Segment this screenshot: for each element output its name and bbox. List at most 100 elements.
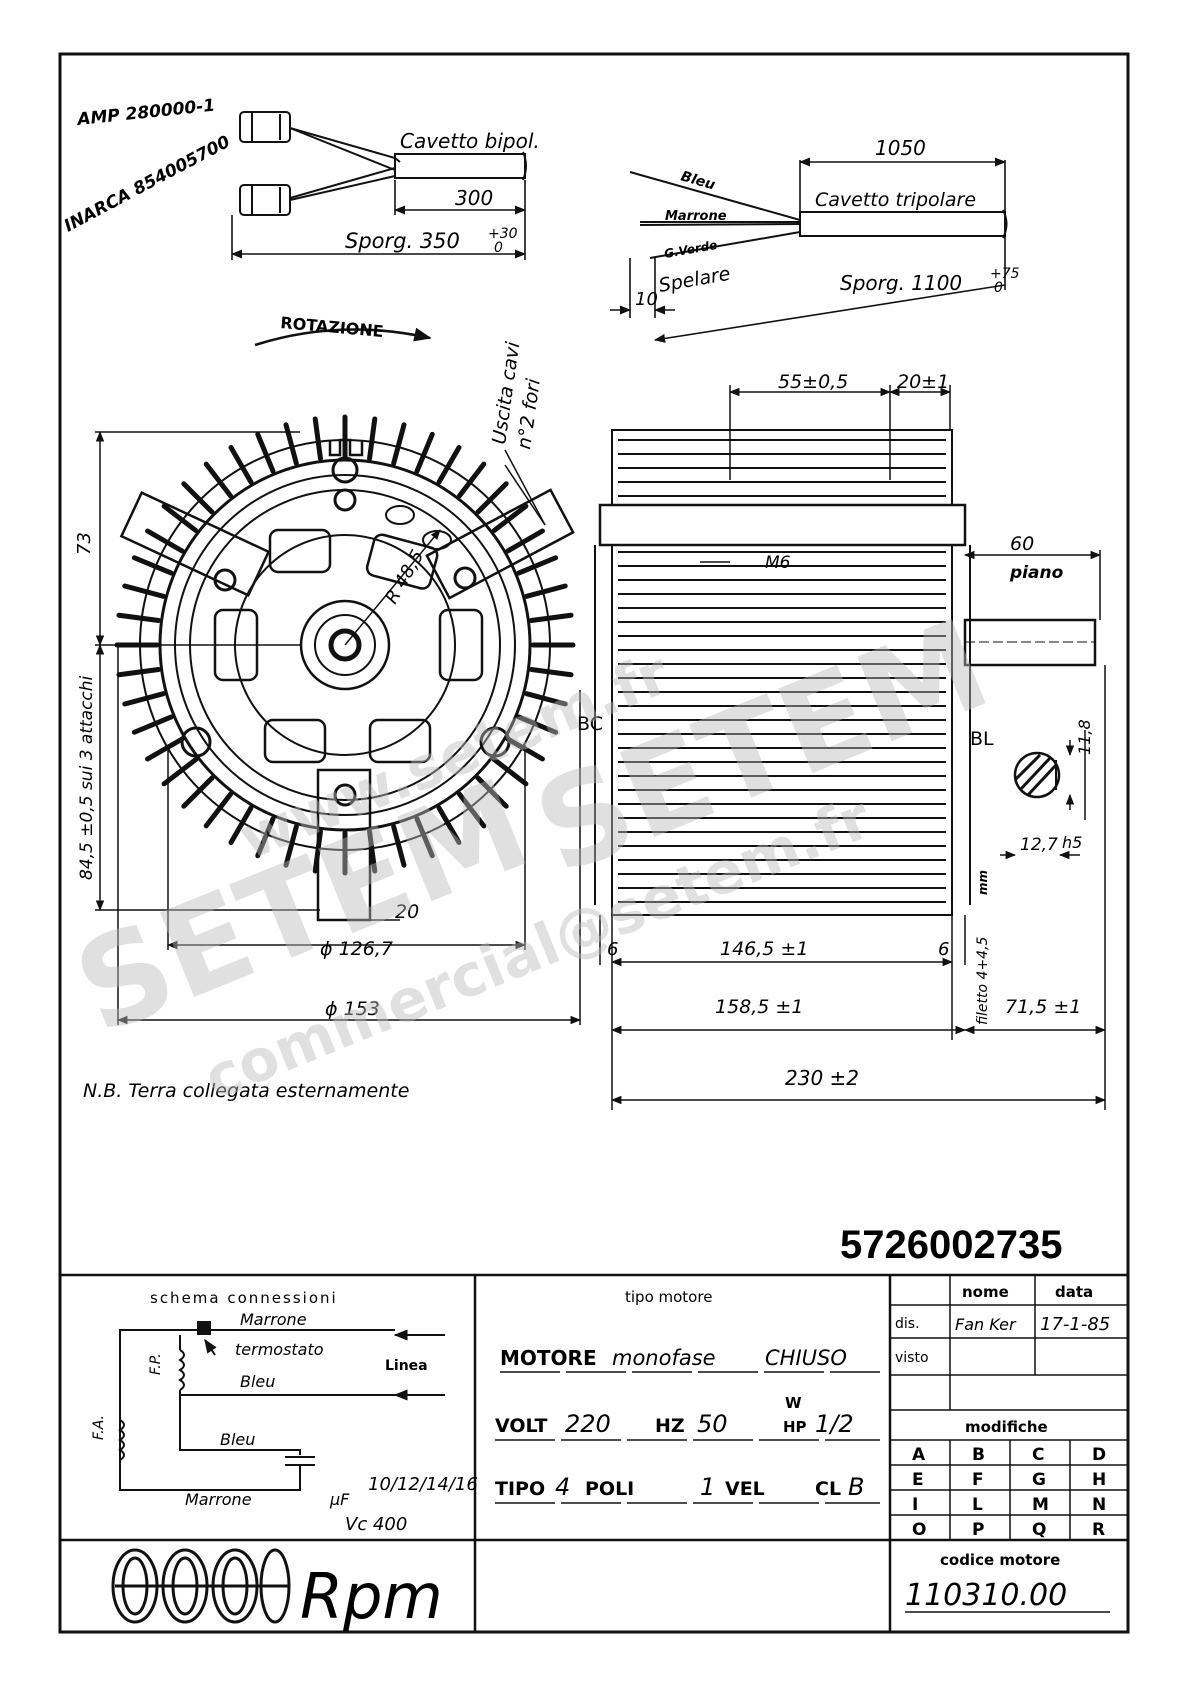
- gverde-wire-label: G.Verde: [663, 238, 718, 261]
- dim-55: 55±0,5: [778, 371, 848, 393]
- schema-fp: F.P.: [148, 1353, 164, 1375]
- dim-1465: 146,5 ±1: [720, 938, 808, 960]
- tri-tol-minus: 0: [994, 280, 1003, 296]
- hz-label: HZ: [655, 1415, 685, 1437]
- cooling-fin: [161, 503, 199, 534]
- schema-termostato: termostato: [235, 1340, 324, 1359]
- schema-title: schema connessioni: [150, 1289, 338, 1307]
- bipol-len: 300: [455, 186, 493, 210]
- dia-1267: ϕ 126,7: [320, 938, 393, 960]
- cl-value: B: [848, 1473, 864, 1501]
- vel-value: 1: [700, 1473, 715, 1501]
- schema-cap-values: 10/12/14/16: [368, 1474, 478, 1495]
- side-view-dimensions: [599, 385, 1107, 1110]
- tri-sporg: Sporg. 1100: [840, 271, 962, 295]
- bipol-tol-minus: 0: [494, 240, 503, 256]
- cooling-fin: [283, 824, 299, 868]
- mod-e: E: [912, 1470, 924, 1490]
- radius-label: R 48,5: [381, 546, 428, 607]
- cooling-fin: [228, 805, 254, 845]
- mod-i: I: [912, 1495, 918, 1515]
- cooling-fin: [516, 555, 559, 576]
- dim-73: 73: [74, 532, 95, 555]
- dim-230: 230 ±2: [785, 1066, 859, 1090]
- cooling-fin: [524, 691, 568, 707]
- cooling-fin: [122, 583, 166, 599]
- modifiche-grid: A B C D E F G H I L M N O P Q R: [912, 1445, 1106, 1540]
- cooling-fin: [524, 583, 568, 599]
- cooling-fin: [116, 667, 162, 678]
- mod-p: P: [972, 1520, 984, 1540]
- bc-label: BC: [577, 713, 603, 735]
- cooling-fin: [528, 612, 574, 623]
- cooling-fin: [491, 756, 529, 787]
- w-label: W: [785, 1394, 802, 1412]
- schema-marrone-bot: Marrone: [185, 1490, 252, 1509]
- tipo-label: TIPO: [495, 1478, 545, 1500]
- cl-label: CL: [815, 1478, 841, 1500]
- cooling-fin: [255, 431, 276, 474]
- cooling-fin: [145, 528, 185, 554]
- dim-715: 71,5 ±1: [1005, 996, 1081, 1018]
- tripolar-dimensions: [610, 157, 1007, 343]
- dis-name: Fan Ker: [955, 1315, 1017, 1334]
- dia-153: ϕ 153: [325, 998, 380, 1020]
- cooling-fin: [391, 422, 407, 466]
- marrone-wire-label: Marrone: [665, 209, 727, 224]
- mod-l: L: [972, 1495, 983, 1515]
- schema-marrone-top: Marrone: [240, 1310, 307, 1329]
- schema-bleu-top: Bleu: [240, 1372, 275, 1391]
- schema-vc: Vc 400: [345, 1514, 407, 1535]
- cooling-fin: [391, 824, 407, 868]
- mod-o: O: [912, 1520, 926, 1540]
- cooling-fin: [528, 667, 574, 678]
- bipol-sporg: Sporg. 350: [345, 229, 460, 253]
- mod-r: R: [1092, 1520, 1105, 1540]
- mod-q: Q: [1032, 1520, 1046, 1540]
- dim-20-side: 20±1: [897, 371, 949, 393]
- cooling-fin: [456, 791, 487, 829]
- hz-value: 50: [697, 1410, 728, 1438]
- cooling-fin: [116, 612, 162, 623]
- dim-127: 12,7: [1020, 835, 1058, 855]
- mod-d: D: [1092, 1445, 1106, 1465]
- mod-a: A: [912, 1445, 926, 1465]
- cooling-fin: [414, 816, 435, 859]
- amp-label: AMP 280000-1: [74, 96, 216, 131]
- codice-value: 110310.00: [905, 1578, 1067, 1613]
- spelare-label: Spelare: [657, 263, 732, 297]
- bleu-wire-label: Bleu: [679, 168, 717, 193]
- rpm-logo: [111, 1548, 291, 1624]
- cooling-fin: [283, 422, 299, 466]
- cooling-fin: [203, 791, 234, 829]
- mod-m: M: [1032, 1495, 1049, 1515]
- cooling-fin: [491, 503, 529, 534]
- mod-n: N: [1092, 1495, 1106, 1515]
- cooling-fin: [181, 481, 215, 515]
- mod-c: C: [1032, 1445, 1044, 1465]
- cooling-fin: [436, 805, 462, 845]
- tripolar-cable: [629, 171, 1008, 259]
- cooling-fin: [145, 736, 185, 762]
- motor-type-c: CHIUSO: [765, 1346, 847, 1370]
- tri-tol-plus: +75: [990, 266, 1020, 282]
- volt-value: 220: [565, 1410, 611, 1438]
- cooling-fin: [161, 756, 199, 787]
- vel-label: VEL: [725, 1478, 765, 1500]
- hp-label: HP: [783, 1418, 807, 1436]
- dim-845: 84,5 ±0,5 sui 3 attacchi: [77, 675, 97, 880]
- tri-len: 1050: [875, 136, 926, 160]
- cooling-fin: [475, 775, 509, 809]
- poles-value: 4: [555, 1473, 570, 1501]
- motor-type-b: monofase: [612, 1346, 716, 1370]
- h5-label: h5: [1062, 833, 1082, 852]
- logo-text: Rpm: [300, 1560, 443, 1633]
- bl-label: BL: [970, 728, 994, 750]
- cooling-fin: [367, 416, 378, 462]
- bipol-tol-plus: +30: [488, 226, 518, 242]
- m6-label: M6: [765, 553, 791, 573]
- mod-b: B: [972, 1445, 985, 1465]
- rotation-arrow: [254, 327, 432, 347]
- front-view-dimensions: [95, 430, 582, 1025]
